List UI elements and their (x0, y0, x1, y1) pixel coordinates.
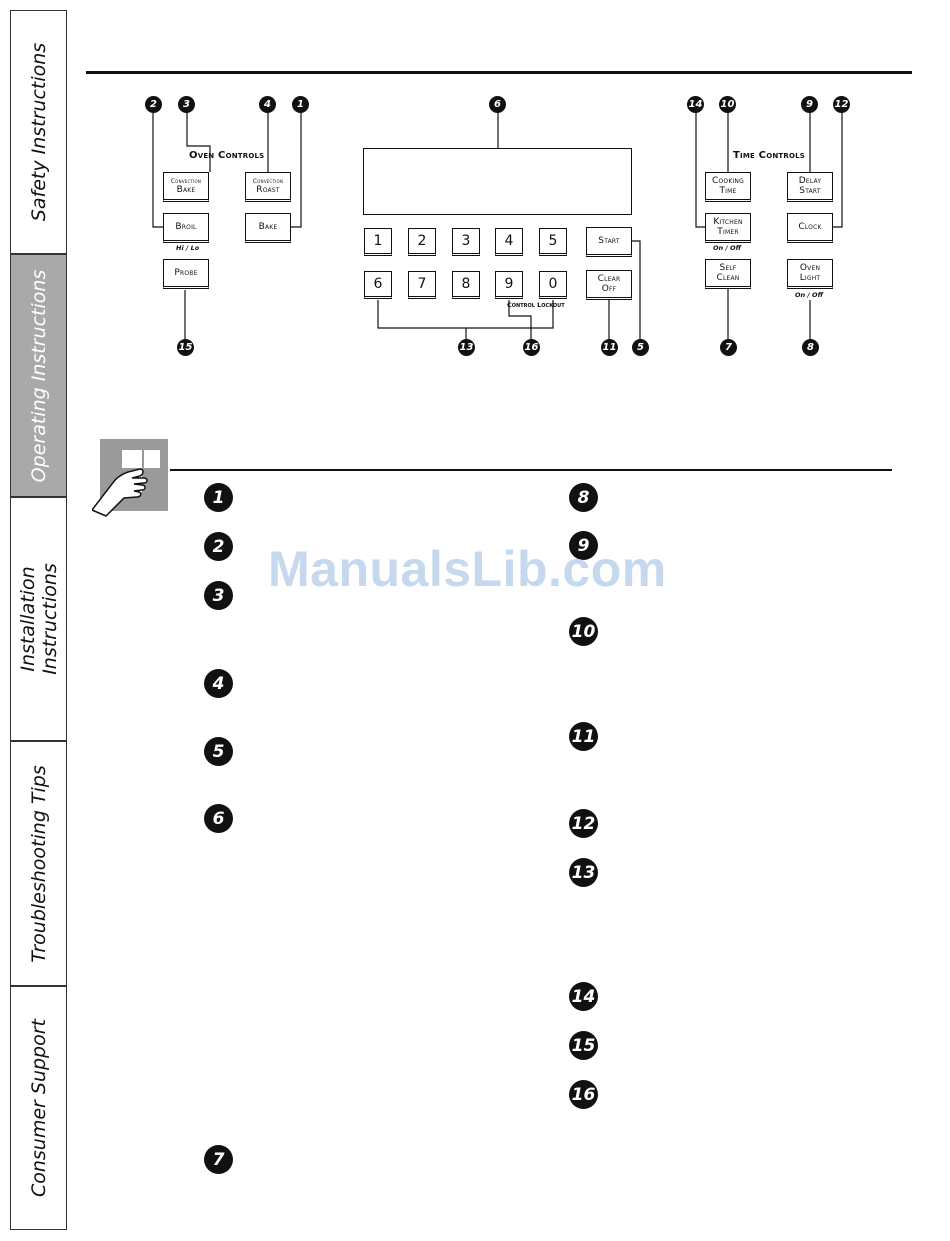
button-label: Off (601, 284, 617, 294)
callout-marker: 10 (719, 96, 736, 113)
cooking-time-button[interactable]: Cooking Time (705, 172, 751, 202)
button-sublabel: Convection (170, 177, 202, 185)
callout-marker: 9 (801, 96, 818, 113)
watermark: ManualsLib.com (268, 541, 667, 597)
list-marker: 16 (569, 1080, 598, 1109)
number-key[interactable]: 5 (539, 228, 567, 256)
list-marker: 10 (569, 617, 598, 646)
list-marker: 7 (204, 1145, 233, 1174)
callout-marker: 1 (292, 96, 309, 113)
button-label: Self (719, 263, 737, 273)
button-label: Probe (174, 268, 198, 278)
number-key[interactable]: 7 (408, 271, 436, 299)
side-navigation: Safety Instructions Operating Instructio… (10, 10, 67, 1230)
button-label: Light (799, 273, 821, 283)
broil-button[interactable]: Broil (163, 213, 209, 243)
button-label: Bake (258, 222, 278, 232)
button-label: Delay (798, 176, 822, 186)
list-marker: 5 (204, 737, 233, 766)
button-sublabel: Convection (252, 177, 284, 185)
number-key[interactable]: 2 (408, 228, 436, 256)
list-marker: 14 (569, 982, 598, 1011)
list-marker: 2 (204, 532, 233, 561)
time-controls-heading: Time Controls (733, 150, 806, 161)
probe-button[interactable]: Probe (163, 259, 209, 289)
number-key[interactable]: 6 (364, 271, 392, 299)
callout-marker: 3 (178, 96, 195, 113)
tab-safety-instructions[interactable]: Safety Instructions (10, 10, 66, 254)
callout-marker: 13 (458, 339, 475, 356)
callout-marker: 11 (601, 339, 618, 356)
list-marker: 11 (569, 722, 598, 751)
start-button[interactable]: Start (586, 227, 632, 257)
button-label: Start (598, 236, 620, 246)
header-rule (86, 71, 912, 74)
kitchen-timer-button[interactable]: Kitchen Timer (705, 213, 751, 243)
button-label: Clear (597, 274, 621, 284)
number-key[interactable]: 0 (539, 271, 567, 299)
button-label: Broil (175, 222, 197, 232)
callout-marker: 2 (145, 96, 162, 113)
oven-controls-heading: Oven Controls (189, 150, 265, 161)
list-marker: 8 (569, 483, 598, 512)
list-marker: 13 (569, 858, 598, 887)
list-marker: 4 (204, 669, 233, 698)
callout-marker: 8 (802, 339, 819, 356)
button-label: Time (719, 186, 737, 196)
convection-roast-button[interactable]: Convection Roast (245, 172, 291, 202)
number-key[interactable]: 4 (495, 228, 523, 256)
callout-marker: 12 (833, 96, 850, 113)
control-display (363, 148, 632, 215)
broil-hi-lo-label: Hi / Lo (176, 244, 200, 252)
number-key[interactable]: 3 (452, 228, 480, 256)
oven-light-button[interactable]: Oven Light (787, 259, 833, 289)
button-label: Roast (256, 184, 280, 195)
number-key[interactable]: 8 (452, 271, 480, 299)
list-marker: 3 (204, 581, 233, 610)
button-label: Bake (176, 184, 196, 195)
button-label: Oven (799, 263, 821, 273)
list-marker: 1 (204, 483, 233, 512)
tab-consumer-support[interactable]: Consumer Support (10, 986, 66, 1230)
oven-light-on-off-label: On / Off (795, 291, 823, 299)
list-marker: 6 (204, 804, 233, 833)
button-label: Clock (798, 222, 822, 232)
list-marker: 9 (569, 531, 598, 560)
callout-marker: 15 (177, 339, 194, 356)
callout-marker: 6 (489, 96, 506, 113)
callout-marker: 5 (632, 339, 649, 356)
button-label: Cooking (712, 176, 744, 186)
clock-button[interactable]: Clock (787, 213, 833, 243)
callout-marker: 14 (687, 96, 704, 113)
clear-off-button[interactable]: Clear Off (586, 270, 632, 300)
tab-troubleshooting-tips[interactable]: Troubleshooting Tips (10, 741, 66, 986)
button-label: Kitchen (713, 217, 743, 227)
button-label: Start (799, 186, 821, 196)
section-rule (170, 469, 892, 471)
callout-marker: 7 (720, 339, 737, 356)
self-clean-button[interactable]: Self Clean (705, 259, 751, 289)
button-label: Clean (716, 273, 740, 283)
callout-marker: 4 (259, 96, 276, 113)
list-marker: 12 (569, 809, 598, 838)
convection-bake-button[interactable]: Convection Bake (163, 172, 209, 202)
delay-start-button[interactable]: Delay Start (787, 172, 833, 202)
number-key[interactable]: 9 (495, 271, 523, 299)
tab-operating-instructions[interactable]: Operating Instructions (10, 254, 66, 497)
bake-button[interactable]: Bake (245, 213, 291, 243)
number-key[interactable]: 1 (364, 228, 392, 256)
button-label: Timer (717, 227, 739, 237)
control-lockout-label: Control Lockout (507, 301, 565, 309)
hand-pointer-icon (92, 439, 168, 517)
callout-marker: 16 (523, 339, 540, 356)
kitchen-timer-on-off-label: On / Off (713, 244, 741, 252)
list-marker: 15 (569, 1031, 598, 1060)
